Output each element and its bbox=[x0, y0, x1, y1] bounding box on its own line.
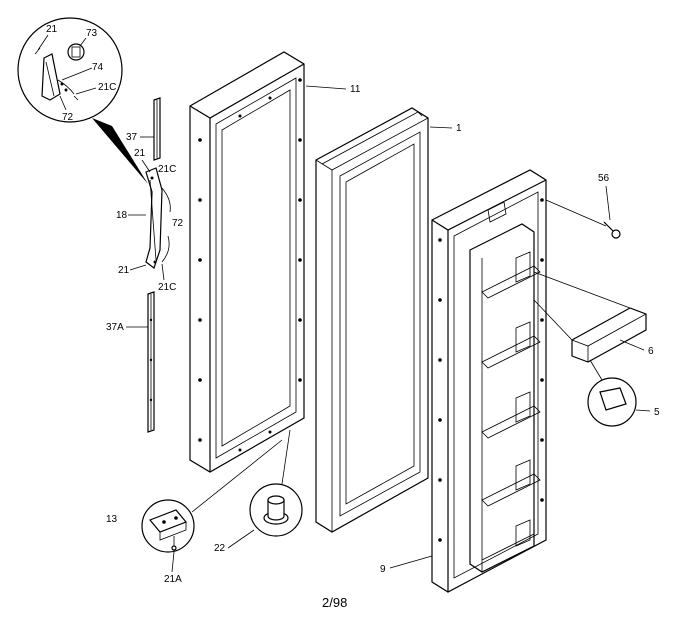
outer-door-panel-11 bbox=[189, 51, 305, 473]
label-56: 56 bbox=[598, 173, 610, 184]
label-21c-circle: 21C bbox=[98, 82, 116, 93]
panel-11-holes bbox=[198, 78, 302, 452]
label-21c-mid: 21C bbox=[158, 164, 176, 175]
label-37a: 37A bbox=[106, 322, 124, 333]
label-21a: 21A bbox=[164, 574, 182, 585]
hinge-detail-circle bbox=[17, 17, 148, 184]
date-code: 2/98 bbox=[322, 595, 347, 610]
label-72-mid: 72 bbox=[172, 218, 184, 229]
label-21-mid: 21 bbox=[134, 148, 146, 159]
screw-56 bbox=[545, 199, 621, 239]
label-13: 13 bbox=[106, 514, 118, 525]
liner-9-holes bbox=[438, 198, 544, 542]
inner-door-liner-9 bbox=[431, 169, 547, 593]
label-21-top: 21 bbox=[46, 24, 58, 35]
label-9: 9 bbox=[380, 564, 386, 575]
label-22: 22 bbox=[214, 543, 226, 554]
door-gasket-1 bbox=[315, 107, 429, 533]
shelf-bar-6 bbox=[533, 271, 647, 363]
label-18: 18 bbox=[116, 210, 128, 221]
label-1: 1 bbox=[456, 123, 462, 134]
plug-22-detail bbox=[249, 429, 303, 537]
hinge-bracket-18 bbox=[145, 167, 171, 269]
label-21-low: 21 bbox=[118, 265, 130, 276]
clip-5-detail bbox=[587, 359, 637, 427]
label-11: 11 bbox=[350, 84, 361, 95]
label-6: 6 bbox=[648, 346, 654, 357]
label-21c-low: 21C bbox=[158, 282, 176, 293]
hinge-pad-13-detail bbox=[141, 439, 283, 553]
label-37: 37 bbox=[126, 132, 138, 143]
label-73: 73 bbox=[86, 28, 98, 39]
label-5: 5 bbox=[654, 407, 660, 418]
label-74: 74 bbox=[92, 62, 104, 73]
label-72-circle: 72 bbox=[62, 112, 74, 123]
trim-strip-37 bbox=[153, 97, 161, 161]
trim-strip-37a bbox=[147, 291, 155, 433]
